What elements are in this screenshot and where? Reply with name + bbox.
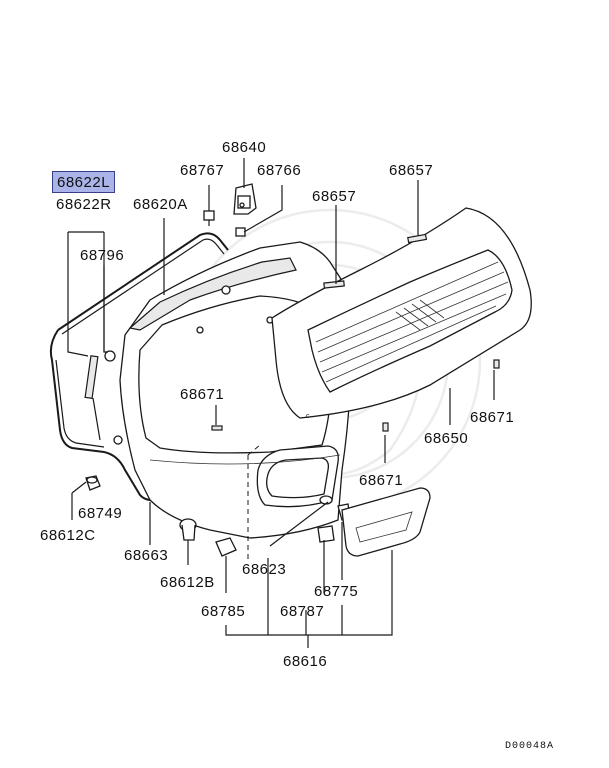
label-68767: 68767 — [180, 162, 225, 179]
label-68612C: 68612C — [40, 527, 96, 544]
label-68657-left: 68657 — [312, 188, 357, 205]
label-68616: 68616 — [283, 653, 328, 670]
bolt-68766 — [235, 227, 246, 237]
weatherstrip-68796 — [49, 232, 229, 502]
label-68650: 68650 — [424, 430, 469, 447]
clip-68785 — [215, 537, 237, 557]
label-68671-right: 68671 — [470, 409, 515, 426]
label-68749: 68749 — [78, 505, 123, 522]
label-68640: 68640 — [222, 139, 267, 156]
plug-68749 — [85, 475, 101, 491]
label-68663: 68663 — [124, 547, 169, 564]
moulding-68657-left — [323, 280, 345, 289]
svg-text:c: c — [306, 413, 310, 420]
label-68785: 68785 — [201, 603, 246, 620]
label-68671-center: 68671 — [180, 386, 225, 403]
bolt-68767 — [203, 210, 215, 226]
diagram-code: D00048A — [505, 741, 555, 752]
tailgate-door-68620A — [119, 241, 353, 560]
label-68775: 68775 — [314, 583, 359, 600]
label-68657-right: 68657 — [389, 162, 434, 179]
pad-68671-a — [211, 425, 223, 431]
garnish-68616 — [341, 487, 431, 557]
moulding-68657-right — [407, 233, 428, 244]
clip-68787 — [317, 525, 335, 543]
label-68671-lower: 68671 — [359, 472, 404, 489]
label-68620A: 68620A — [133, 196, 188, 213]
gas-strut-68622 — [84, 350, 123, 445]
leader-lines — [67, 158, 495, 648]
hinge-68640 — [233, 183, 257, 215]
label-68622R: 68622R — [56, 196, 112, 213]
bumper-68612B — [179, 518, 197, 541]
pad-68671-b — [382, 422, 389, 432]
rear-glass-68650: c — [271, 207, 532, 420]
label-68612B: 68612B — [160, 574, 215, 591]
label-68787: 68787 — [280, 603, 325, 620]
label-68622L-highlighted[interactable]: 68622L — [52, 171, 116, 193]
label-68796: 68796 — [80, 247, 125, 264]
label-68766: 68766 — [257, 162, 302, 179]
label-68623: 68623 — [242, 561, 287, 578]
pad-68671-c — [493, 359, 500, 369]
